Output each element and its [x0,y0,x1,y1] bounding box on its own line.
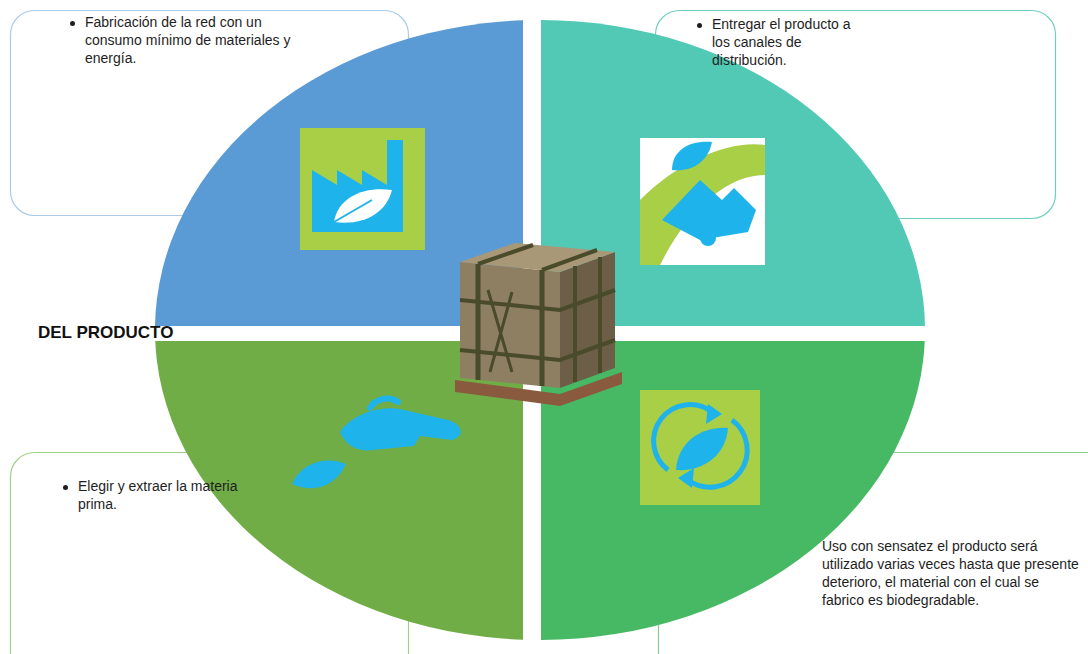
truck-icon [640,138,765,265]
callout-text: Elegir y extraer la materia prima. [78,478,243,514]
callout-text: Entregar el producto a los canales de di… [712,16,862,70]
callout-box: Fabricación de la red con un consumo mín… [10,10,408,215]
factory-icon [300,128,425,250]
callout-text-wrap: Fabricación de la red con un consumo mín… [85,14,320,68]
callout-text-wrap: Elegir y extraer la materia prima. [78,478,243,514]
recycle-icon [640,390,760,505]
hand-leaf-icon [292,399,461,489]
callout-box: Uso con sensatez el producto será utiliz… [658,452,1088,654]
callout-text: Uso con sensatez el producto será utiliz… [822,538,1080,610]
callout-text-wrap: Entregar el producto a los canales de di… [712,16,862,70]
bullet-dot [63,485,68,490]
callout-text: Fabricación de la red con un consumo mín… [85,14,320,68]
cycle-title-fragment: DEL PRODUCTO [38,323,173,343]
callout-box: Elegir y extraer la materia prima. [10,452,408,654]
pallet-box [455,243,622,406]
bullet-dot [697,23,702,28]
bullet-dot [70,21,75,26]
callout-text-wrap: Uso con sensatez el producto será utiliz… [822,538,1080,610]
quadrant-manufacture [155,20,523,326]
callout-box: Entregar el producto a los canales de di… [655,10,1055,218]
